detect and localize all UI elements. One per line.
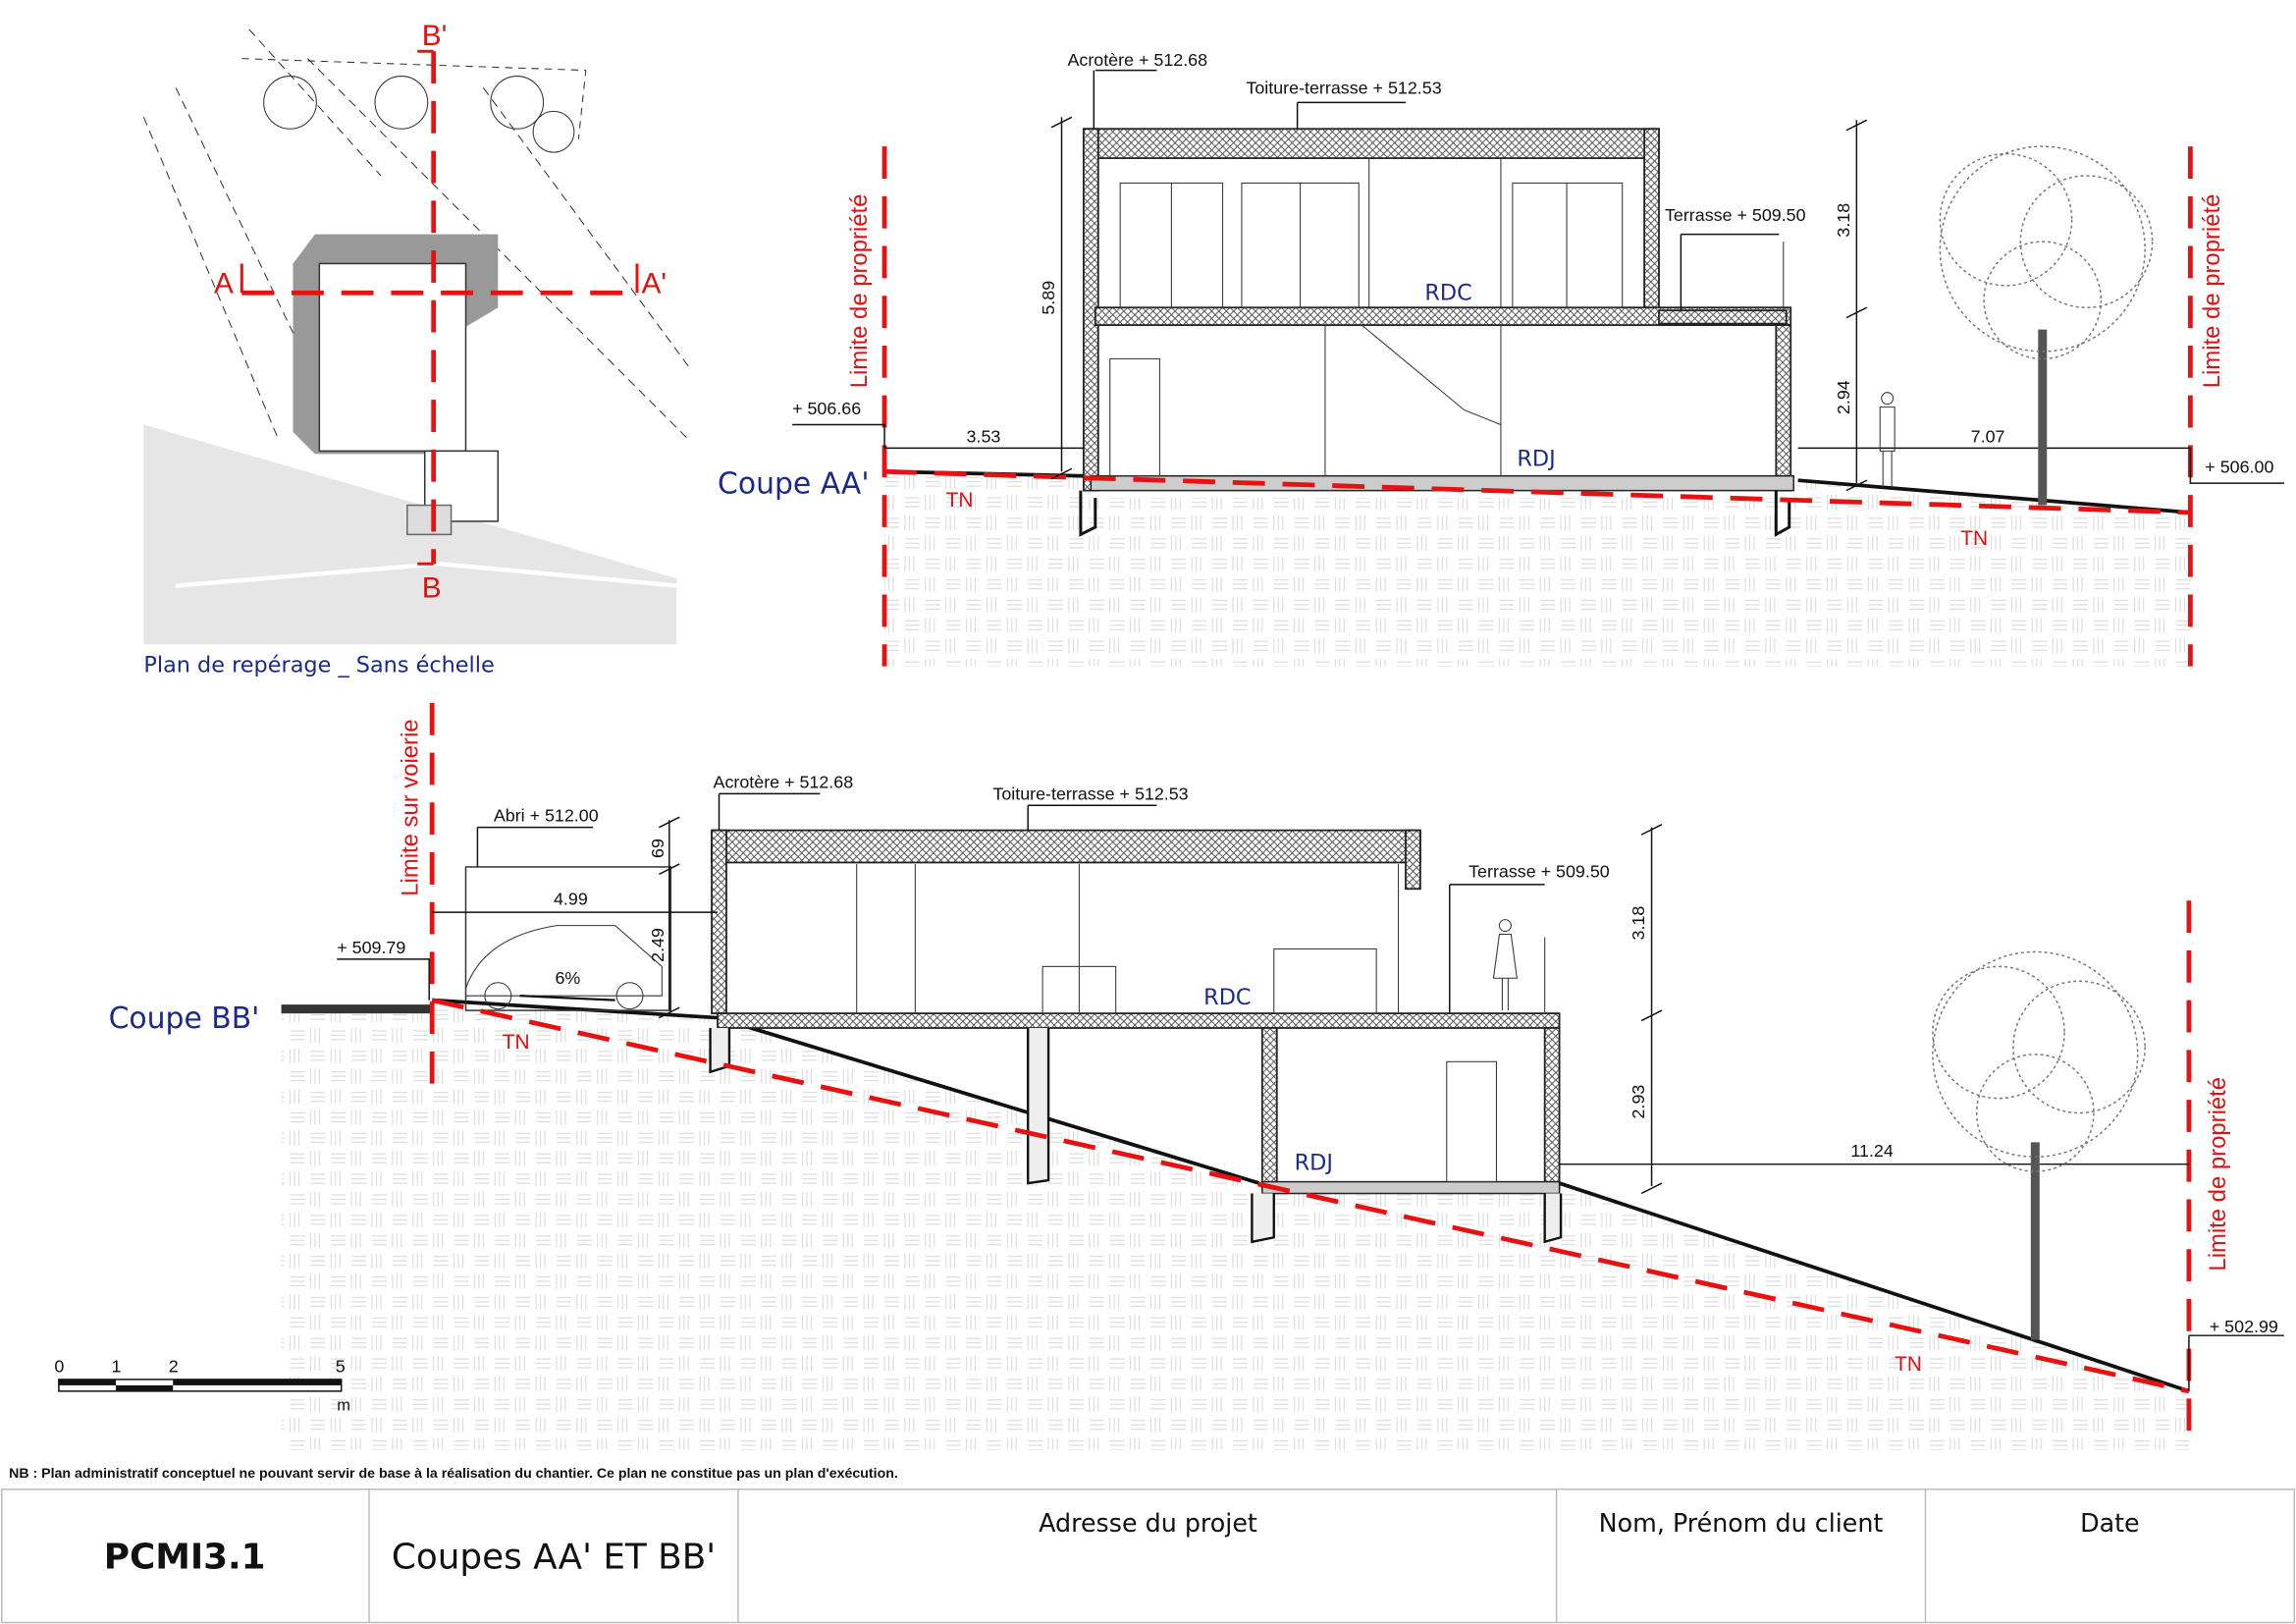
tree-icon xyxy=(1932,950,2146,1340)
tree-symbols xyxy=(263,76,575,153)
dim-lower-height: 2.94 xyxy=(1834,380,1853,414)
rdj-label: RDJ xyxy=(1517,446,1555,471)
car-icon xyxy=(464,925,663,1010)
disclaimer-note: NB : Plan administratif conceptuel ne po… xyxy=(9,1466,898,1482)
person-figure xyxy=(1492,919,1518,1011)
dim-upper-height: 3.18 xyxy=(1629,906,1648,941)
locator-caption: Plan de repérage _ Sans échelle xyxy=(143,653,494,678)
level-right: + 506.00 xyxy=(2205,458,2273,477)
roof-level: Toiture-terrasse + 512.53 xyxy=(1246,78,1441,97)
road-limit-label: Limite sur voierie xyxy=(397,719,423,895)
tn-label: TN xyxy=(503,1031,530,1054)
dim-upper-height: 3.18 xyxy=(1834,203,1853,238)
natural-ground-line xyxy=(883,468,2191,515)
acrotere-level: Acrotère + 512.68 xyxy=(1067,50,1207,70)
scale-bar: 0 1 2 5 m xyxy=(54,1356,350,1414)
section-bb-title: Coupe BB' xyxy=(109,1001,260,1036)
roof-level: Toiture-terrasse + 512.53 xyxy=(992,784,1188,803)
terrace-level: Terrasse + 509.50 xyxy=(1468,861,1610,881)
property-limit-right-label: Limite de propriété xyxy=(2199,194,2225,389)
address-label: Adresse du projet xyxy=(1039,1508,1257,1538)
title-block: PCMI3.1 Coupes AA' ET BB' Adresse du pro… xyxy=(0,1489,2296,1624)
scale-unit: m xyxy=(337,1396,350,1414)
slope-label: 6% xyxy=(555,968,580,988)
scale-tick: 2 xyxy=(169,1356,179,1376)
scale-tick: 5 xyxy=(336,1356,346,1376)
section-aa: Coupe AA' Limite de propriété Limite de … xyxy=(718,50,2284,667)
acrotere-level: Acrotère + 512.68 xyxy=(714,772,854,791)
plan-title: Coupes AA' ET BB' xyxy=(392,1537,716,1577)
rdc-label: RDC xyxy=(1424,281,1471,306)
tn-label: TN xyxy=(1960,527,1988,550)
dim-parapet: 69 xyxy=(648,839,667,858)
plan-code: PCMI3.1 xyxy=(104,1537,266,1577)
dim-right: 7.07 xyxy=(1971,426,2005,446)
dim-abri-width: 4.99 xyxy=(554,890,588,909)
section-mark-b: B xyxy=(422,572,442,605)
terrace-level: Terrasse + 509.50 xyxy=(1665,205,1806,225)
rdj-label: RDJ xyxy=(1295,1151,1333,1176)
abri-level: Abri + 512.00 xyxy=(494,806,599,826)
tn-label: TN xyxy=(946,489,974,512)
scale-tick: 0 xyxy=(54,1356,64,1376)
dim-abri-height: 2.49 xyxy=(648,928,667,962)
section-aa-title: Coupe AA' xyxy=(718,467,870,502)
section-mark-a-prime: A' xyxy=(641,267,667,299)
level-road: + 509.79 xyxy=(337,938,405,957)
tree-icon xyxy=(1939,145,2154,506)
scale-tick: 1 xyxy=(112,1356,122,1376)
locator-plan: A A' B' B Plan de repérage _ Sans échell… xyxy=(142,20,689,678)
dim-lower-height: 2.93 xyxy=(1629,1085,1648,1119)
level-left: + 506.66 xyxy=(792,399,861,418)
tn-label: TN xyxy=(1895,1353,1922,1376)
date-label: Date xyxy=(2080,1508,2140,1538)
dim-right: 11.24 xyxy=(1850,1141,1893,1161)
section-mark-b-prime: B' xyxy=(422,20,448,52)
rdc-label: RDC xyxy=(1203,985,1251,1010)
property-limit-right-label: Limite de propriété xyxy=(2205,1077,2231,1272)
property-limit-left-label: Limite de propriété xyxy=(846,194,873,389)
dim-total-height: 5.89 xyxy=(1039,281,1058,315)
section-mark-a: A xyxy=(214,267,234,299)
section-bb: Coupe BB' Limite sur voierie Limite de p… xyxy=(109,702,2284,1450)
level-bottom: + 502.99 xyxy=(2210,1317,2278,1336)
person-figure xyxy=(1879,392,1896,488)
client-label: Nom, Prénom du client xyxy=(1599,1508,1884,1538)
natural-ground-line xyxy=(431,998,2190,1394)
dim-left: 3.53 xyxy=(967,426,1001,446)
